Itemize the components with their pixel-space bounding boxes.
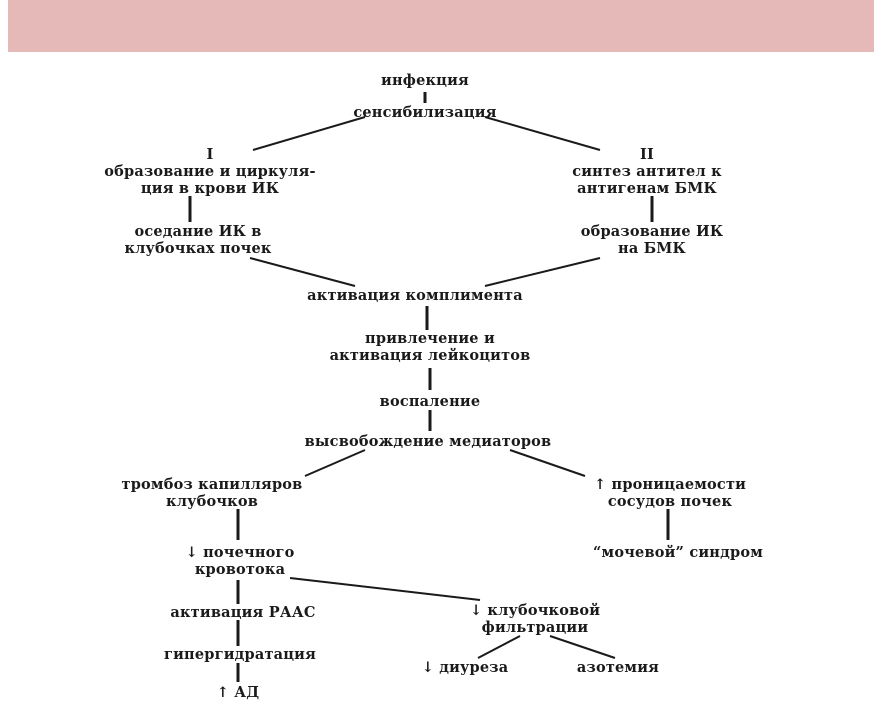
ik-on-bmk-line2: на БМК: [618, 240, 686, 257]
bloodflow-line2: кровотока: [194, 561, 286, 578]
bloodflow-line1: ↓ почечного: [185, 544, 295, 561]
thrombosis-line2: клубочков: [166, 493, 258, 510]
node-mediators: высвобождение медиаторов: [304, 433, 552, 450]
connector: [304, 449, 366, 477]
connector: [477, 635, 521, 659]
connector: [509, 449, 586, 477]
permeability-line2: сосудов почек: [607, 493, 733, 510]
node-path2: II синтез антител к антигенам БМК: [572, 146, 722, 197]
path1-line2: ция в крови ИК: [140, 180, 280, 197]
node-blood-pressure: ↑ АД: [216, 684, 260, 701]
connector: [484, 257, 601, 287]
connector: [289, 577, 481, 601]
connector: [249, 257, 356, 287]
node-filtration: ↓ клубочковой фильтрации: [470, 602, 600, 636]
node-bloodflow: ↓ почечного кровотока: [186, 544, 295, 578]
path2-number: II: [640, 146, 654, 163]
leuko-line1: привлечение и: [365, 330, 495, 347]
node-sensitization: сенсибилизация: [353, 104, 497, 121]
node-inflammation: воспаление: [379, 393, 481, 410]
ik-deposit-line2: клубочках почек: [124, 240, 272, 257]
node-infection: инфекция: [381, 72, 469, 89]
permeability-line1: ↑ проницаемости: [593, 476, 747, 493]
node-leukocytes: привлечение и активация лейкоцитов: [330, 330, 531, 364]
filtration-line2: фильтрации: [481, 619, 589, 636]
node-ik-on-bmk: образование ИК на БМК: [581, 223, 724, 257]
connector: [484, 116, 601, 151]
node-path1: I образование и циркуля- ция в крови ИК: [104, 146, 315, 197]
leuko-line2: активация лейкоцитов: [329, 347, 531, 364]
node-complement: активация комплимента: [307, 287, 523, 304]
path2-line1: синтез антител к: [572, 163, 722, 180]
node-urinary-syndrome: “мочевой” синдром: [592, 544, 764, 561]
node-thrombosis: тромбоз капилляров клубочков: [122, 476, 303, 510]
node-hyperhydration: гипергидратация: [163, 646, 317, 663]
node-raas: активация РААС: [170, 604, 316, 621]
thrombosis-line1: тромбоз капилляров: [121, 476, 303, 493]
connector: [252, 116, 366, 151]
node-diuresis: ↓ диуреза: [421, 659, 509, 676]
path2-line2: антигенам БМК: [577, 180, 717, 197]
connector: [549, 635, 616, 659]
node-azotemia: азотемия: [576, 659, 660, 676]
path1-number: I: [206, 146, 214, 163]
node-permeability: ↑ проницаемости сосудов почек: [594, 476, 746, 510]
header-banner: [8, 0, 874, 52]
node-ik-deposit: оседание ИК в клубочках почек: [124, 223, 271, 257]
filtration-line1: ↓ клубочковой: [469, 602, 601, 619]
path1-line1: образование и циркуля-: [104, 163, 316, 180]
ik-on-bmk-line1: образование ИК: [580, 223, 724, 240]
ik-deposit-line1: оседание ИК в: [134, 223, 262, 240]
